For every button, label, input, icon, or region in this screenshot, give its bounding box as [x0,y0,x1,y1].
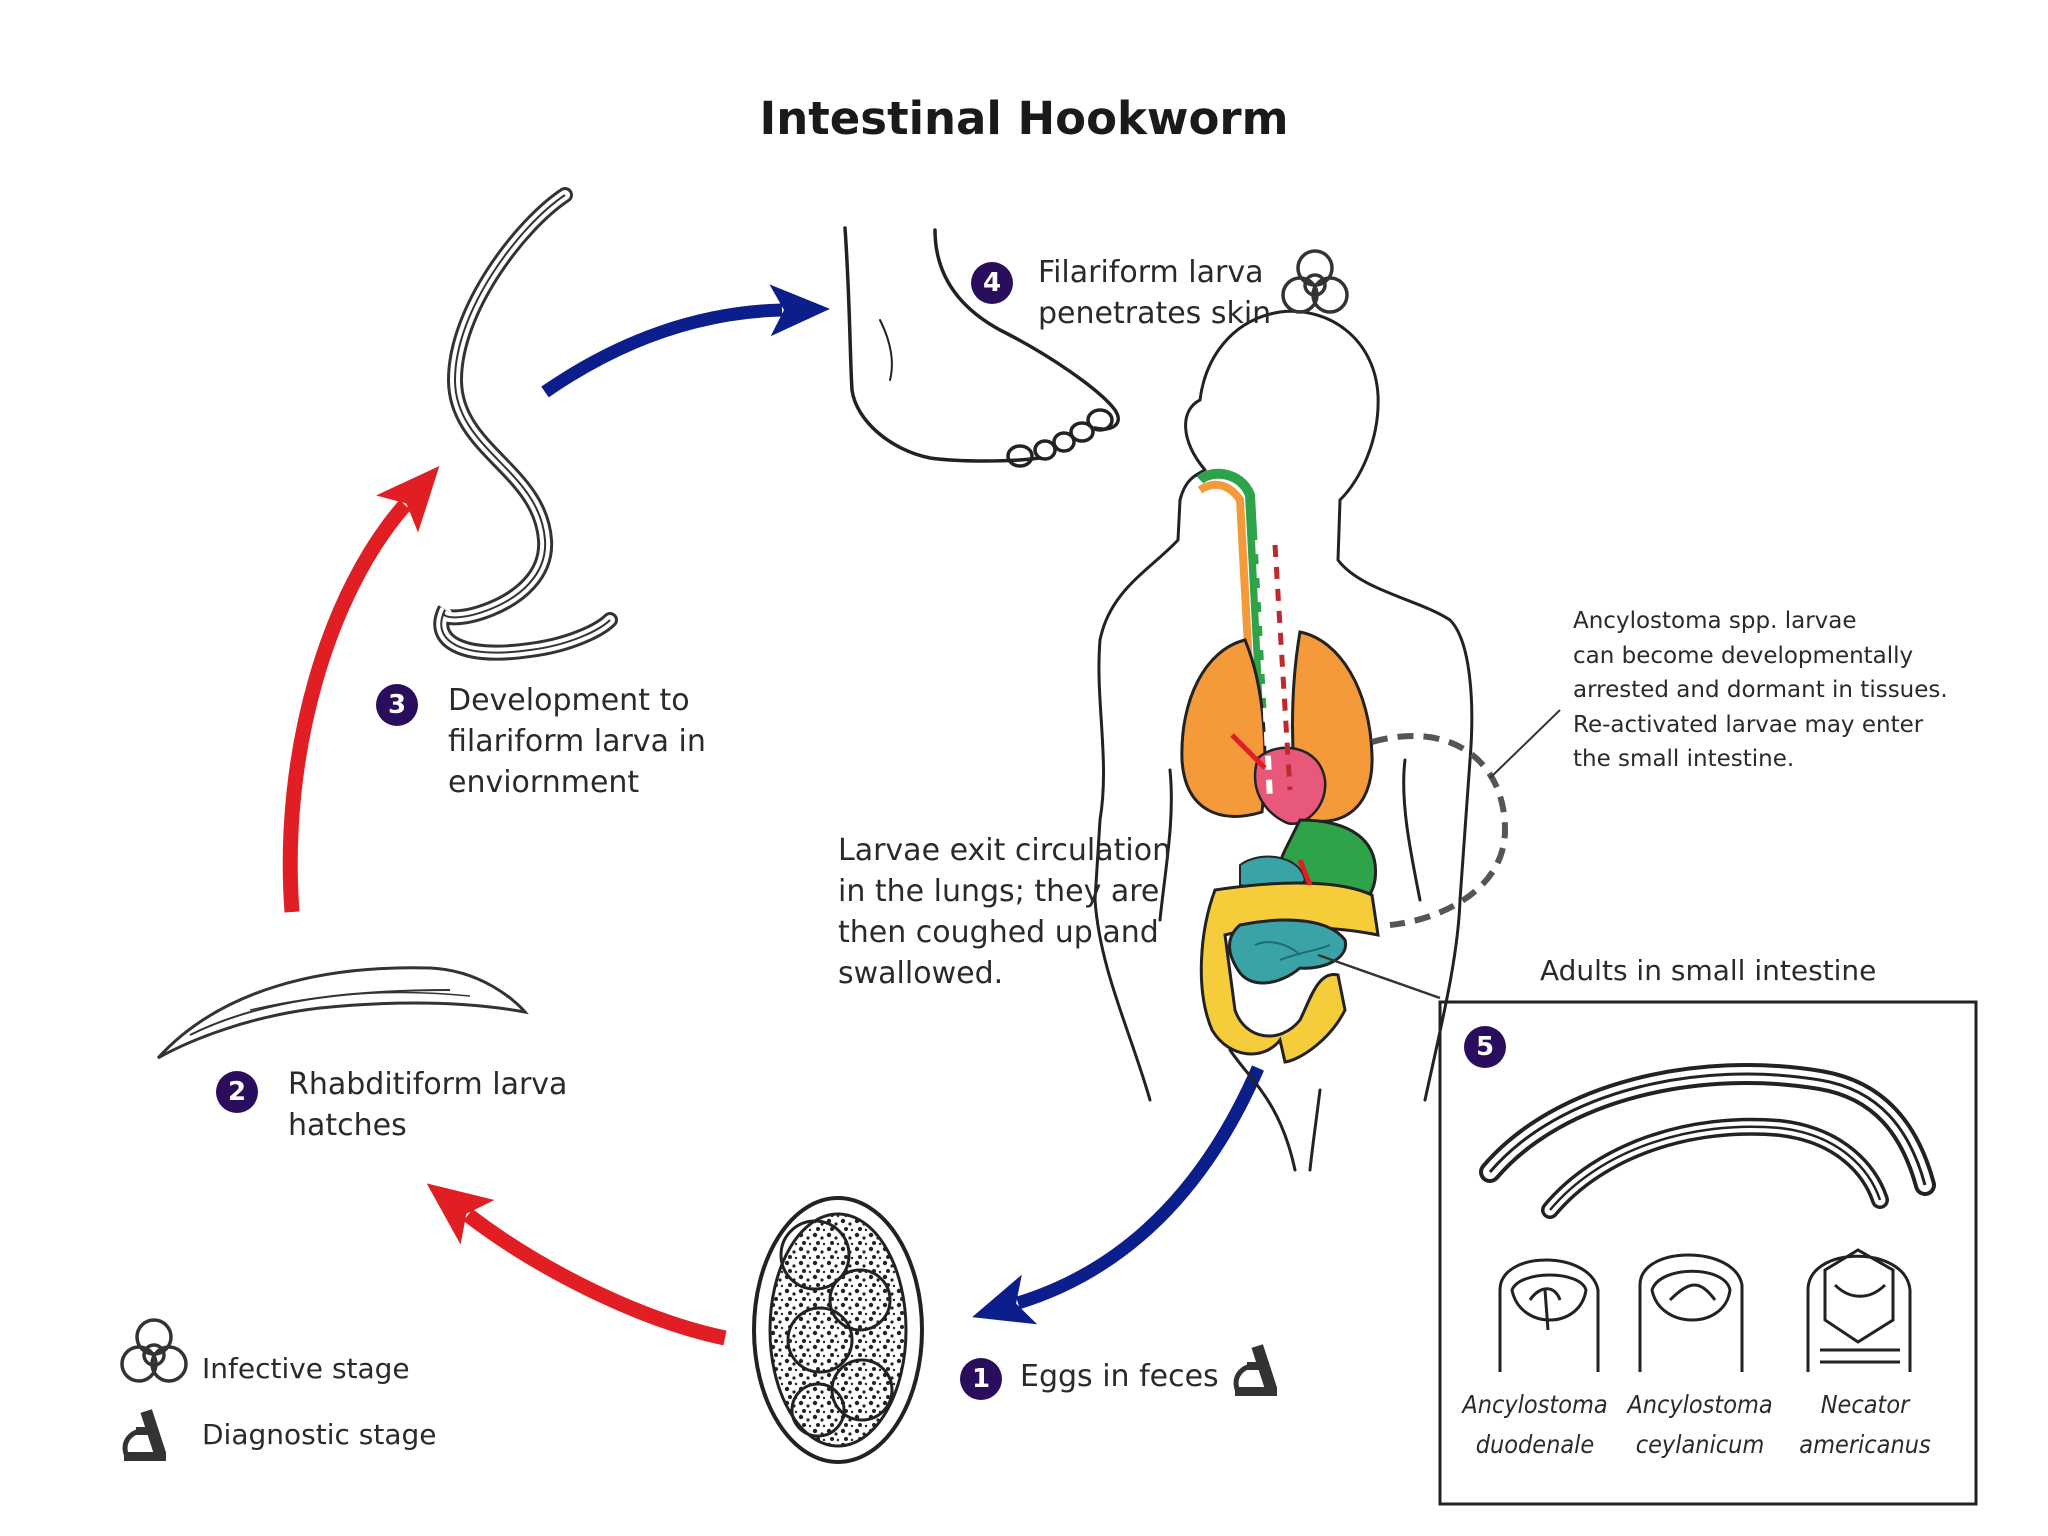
dormant-tissue-loop [1371,732,1509,928]
arrow-eggs-to-larva [426,1183,727,1346]
legend-biohazard-icon [120,1318,188,1383]
mouthparts-drawing [1498,1248,1912,1372]
page-title: Intestinal Hookworm [759,92,1289,145]
stage-3-badge: 3 [376,684,418,726]
arrow-body-to-eggs [972,1065,1264,1325]
organs [1180,468,1380,1064]
filariform-larva-drawing [433,187,618,661]
arrow-larva-to-filariform [282,465,440,913]
microscope-icon [1233,1344,1277,1397]
stage-3-label: Development to filariform larva in envio… [448,683,706,800]
species-label-ceylanicum: Ancylostoma ceylanicum [1627,1390,1773,1459]
small-intestine [1228,918,1347,985]
adults-pointer [1317,953,1441,1000]
legend-microscope-icon [122,1409,166,1462]
adult-worms-drawing [1479,1063,1936,1219]
stage-5-badge: 5 [1464,1026,1506,1068]
stage-4-badge: 4 [971,262,1013,304]
arrow-to-foot [541,284,830,398]
left-lung [1180,638,1267,818]
legend-infective-label: Infective stage [202,1352,410,1385]
egg-drawing [752,1196,924,1464]
stage-5-label: Adults in small intestine [1540,954,1877,987]
lungs-note: Larvae exit circulation in the lungs; th… [838,833,1172,991]
stage-4-label: Filariform larva penetrates skin [1038,255,1272,331]
dormant-note-pointer [1489,709,1561,779]
stage-1-label: Eggs in feces [1020,1359,1219,1394]
heart [1253,746,1327,825]
species-label-duodenale: Ancylostoma duodenale [1462,1390,1608,1459]
species-label-americanus: Necator americanus [1799,1390,1931,1459]
foot-drawing [843,226,1120,468]
adults-box [1438,1000,1978,1506]
stage-2-label: Rhabditiform larva hatches [288,1067,568,1143]
stage-1-badge: 1 [960,1358,1002,1400]
legend-diagnostic-label: Diagnostic stage [202,1418,437,1451]
rhabditiform-larva-drawing [156,966,529,1060]
dormant-note: Ancylostoma spp. larvae can become devel… [1573,608,1948,772]
biohazard-icon [1281,249,1349,314]
stage-2-badge: 2 [216,1071,258,1113]
human-body-drawing [1093,309,1474,1172]
